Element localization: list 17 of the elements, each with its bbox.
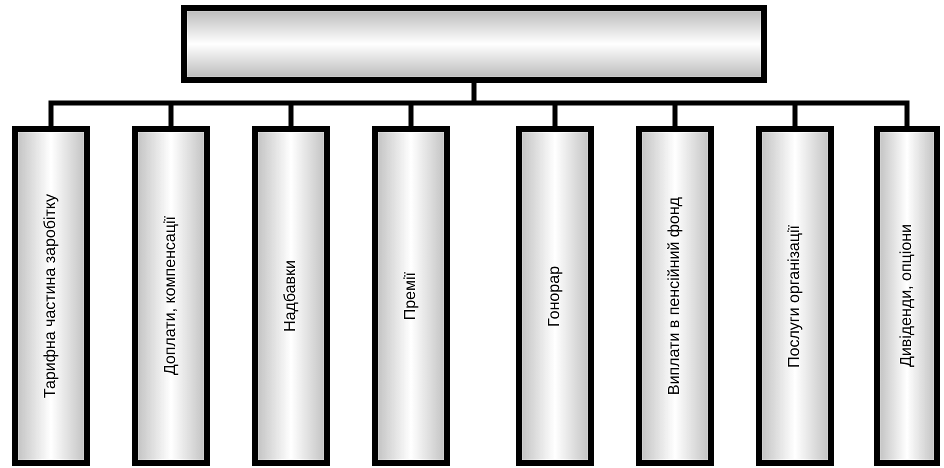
category-box xyxy=(132,126,210,466)
category-label: Гонорар xyxy=(546,266,564,326)
category-box xyxy=(372,126,450,466)
category-label: Дивіденди, опціони xyxy=(898,224,916,368)
category-label: Тарифна частина заробітку xyxy=(42,194,60,398)
category-box xyxy=(12,126,90,466)
category-box xyxy=(756,126,834,466)
category-box xyxy=(874,126,940,466)
category-label: Послуги організації xyxy=(786,224,804,368)
category-box xyxy=(252,126,330,466)
category-label: Надбавки xyxy=(282,260,300,332)
category-label: Премії xyxy=(402,272,420,320)
category-box xyxy=(636,126,714,466)
category-box xyxy=(516,126,594,466)
category-label: Доплати, компенсації xyxy=(162,216,180,376)
empty-heading-box xyxy=(181,5,767,83)
category-label: Виплати в пенсійний фонд xyxy=(666,196,684,396)
